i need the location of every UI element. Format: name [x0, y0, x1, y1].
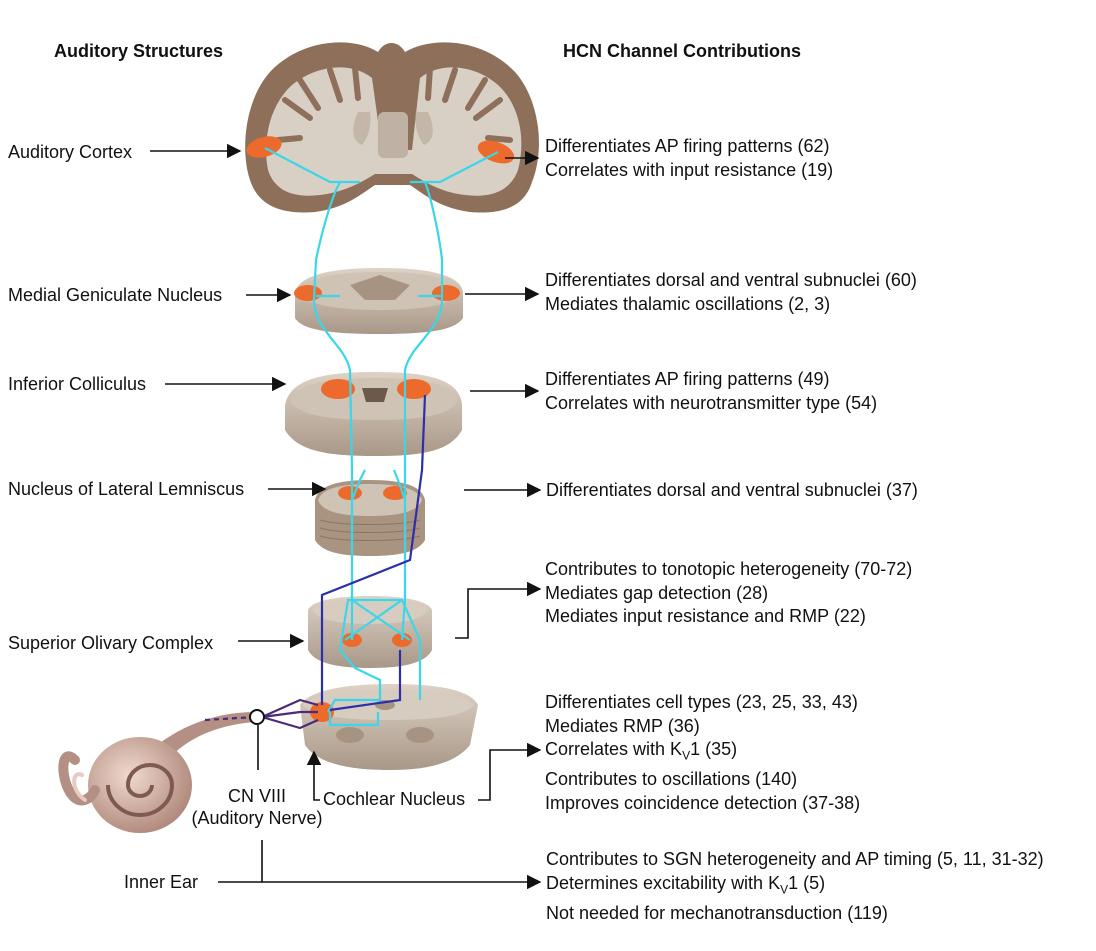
contrib-ear: Contributes to SGN heterogeneity and AP …: [546, 848, 1044, 925]
contrib-soc: Contributes to tonotopic heterogeneity (…: [545, 558, 912, 629]
nll-section: [315, 480, 425, 556]
contrib-cn-3: Correlates with KV1 (35): [545, 738, 860, 768]
contrib-cortex-1: Differentiates AP firing patterns (62): [545, 136, 830, 156]
contrib-ear-2-text: Determines excitability with K: [546, 872, 781, 893]
contrib-cn-5: Improves coincidence detection (37-38): [545, 792, 861, 813]
brain-ventricle-right: [415, 112, 433, 145]
cochlear-nucleus-region: [310, 702, 334, 722]
contrib-cn-3-suffix: 1 (35): [690, 739, 738, 759]
contrib-cortex: Differentiates AP firing patterns (62) C…: [545, 135, 833, 182]
ic-section: [285, 372, 462, 456]
label-auditory-nerve: CN VIII (Auditory Nerve): [182, 785, 332, 829]
contrib-cn-3-text: Correlates with K: [545, 739, 683, 759]
ic-left-region: [321, 379, 355, 399]
contrib-cn-4: Contributes to oscillations (140): [545, 769, 798, 790]
contrib-cn-1: Differentiates cell types (23, 25, 33, 4…: [545, 692, 858, 712]
nll-left-region: [338, 486, 362, 500]
soc-section: [308, 596, 432, 668]
contrib-nll: Differentiates dorsal and ventral subnuc…: [546, 479, 918, 503]
contrib-cn-2: Mediates RMP (36): [545, 715, 700, 736]
brain-white-matter: [266, 67, 522, 196]
contrib-mgn-2: Mediates thalamic oscillations (2, 3): [545, 293, 831, 314]
mgn-section: [294, 268, 463, 334]
mgn-right-region: [432, 285, 460, 301]
inner-ear-illustration: [58, 712, 255, 833]
contrib-ic-1: Differentiates AP firing patterns (49): [545, 369, 830, 389]
contrib-mgn: Differentiates dorsal and ventral subnuc…: [545, 269, 917, 316]
contrib-mgn-1: Differentiates dorsal and ventral subnuc…: [545, 270, 917, 290]
auditory-nerve-junction: [249, 709, 265, 725]
header-hcn-contributions: HCN Channel Contributions: [563, 41, 801, 61]
label-inferior-colliculus: Inferior Colliculus: [8, 374, 147, 394]
label-cochlear-nucleus: Cochlear Nucleus: [323, 789, 466, 809]
contrib-soc-2: Mediates gap detection (28): [545, 582, 769, 603]
pathway-cyan: [264, 147, 499, 727]
label-auditory-nerve-line1: CN VIII: [227, 786, 286, 806]
label-medial-geniculate-nucleus: Medial Geniculate Nucleus: [8, 285, 223, 305]
brain-ventricle-left: [353, 112, 371, 145]
label-superior-olivary-complex: Superior Olivary Complex: [8, 633, 214, 653]
contrib-ic: Differentiates AP firing patterns (49) C…: [545, 368, 877, 415]
contrib-cn-3-subscript: V: [682, 748, 691, 763]
pathway-blue: [320, 394, 427, 712]
contrib-nll-1: Differentiates dorsal and ventral subnuc…: [546, 480, 918, 500]
label-auditory-cortex: Auditory Cortex: [8, 142, 133, 162]
brain-coronal-slice: [245, 42, 539, 213]
contrib-soc-1: Contributes to tonotopic heterogeneity (…: [545, 559, 913, 579]
contrib-cn: Differentiates cell types (23, 25, 33, 4…: [545, 691, 860, 815]
contrib-cortex-2: Correlates with input resistance (19): [545, 159, 834, 180]
label-nucleus-lateral-lemniscus: Nucleus of Lateral Lemniscus: [8, 479, 245, 499]
mgn-left-region: [294, 285, 322, 301]
label-auditory-nerve-line2: (Auditory Nerve): [191, 808, 323, 828]
contrib-ear-1: Contributes to SGN heterogeneity and AP …: [546, 849, 1044, 869]
contrib-ear-3: Not needed for mechanotransduction (119): [546, 902, 888, 923]
contrib-soc-3: Mediates input resistance and RMP (22): [545, 606, 866, 626]
contrib-ear-2-suffix: 1 (5): [788, 872, 826, 893]
contrib-ear-2: Determines excitability with KV1 (5): [546, 872, 1044, 902]
left-label-arrows: [150, 143, 542, 890]
label-inner-ear: Inner Ear: [124, 872, 199, 892]
brain-sulci: [275, 65, 513, 143]
cochlear-nucleus-section: [300, 684, 478, 770]
right-label-arrows: [455, 150, 542, 801]
pathway-purple: [204, 698, 319, 730]
contrib-ic-2: Correlates with neurotransmitter type (5…: [545, 392, 878, 413]
contrib-ear-2-subscript: V: [780, 882, 789, 897]
header-auditory-structures: Auditory Structures: [54, 41, 224, 61]
